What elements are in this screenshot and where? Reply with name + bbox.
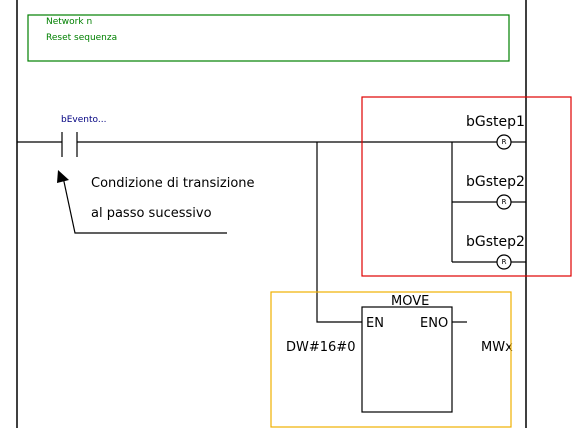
move-en-pin: EN <box>366 316 384 331</box>
coil-type-1: R <box>502 138 507 146</box>
annotation-arrow <box>57 170 227 234</box>
reset-coil-1[interactable]: R <box>496 134 512 150</box>
coil-type-2: R <box>502 198 507 206</box>
move-eno-pin: ENO <box>420 316 448 331</box>
reset-coil-2[interactable]: R <box>496 194 512 210</box>
network-header-box[interactable] <box>27 14 510 62</box>
network-comment: Reset sequenza <box>46 33 117 43</box>
coil-group-highlight <box>361 96 572 277</box>
coil-label-3: bGstep2 <box>466 234 525 250</box>
annotation-line-2: al passo sucessivo <box>91 206 212 221</box>
network-title: Network n <box>46 17 92 27</box>
annotation-line-1: Condizione di transizione <box>91 176 255 191</box>
move-group-highlight <box>270 291 512 428</box>
contact-label: bEvento... <box>61 115 106 125</box>
move-input-value[interactable]: DW#16#0 <box>286 340 355 355</box>
contact-bevento[interactable] <box>61 132 78 157</box>
coil-label-2: bGstep2 <box>466 174 525 190</box>
move-block[interactable] <box>361 306 453 413</box>
move-branch-wire <box>316 142 362 323</box>
reset-coil-3[interactable]: R <box>496 254 512 270</box>
coil-label-1: bGstep1 <box>466 114 525 130</box>
move-output-value[interactable]: MWx <box>481 340 513 355</box>
coil-type-3: R <box>502 258 507 266</box>
move-block-title: MOVE <box>391 294 429 309</box>
